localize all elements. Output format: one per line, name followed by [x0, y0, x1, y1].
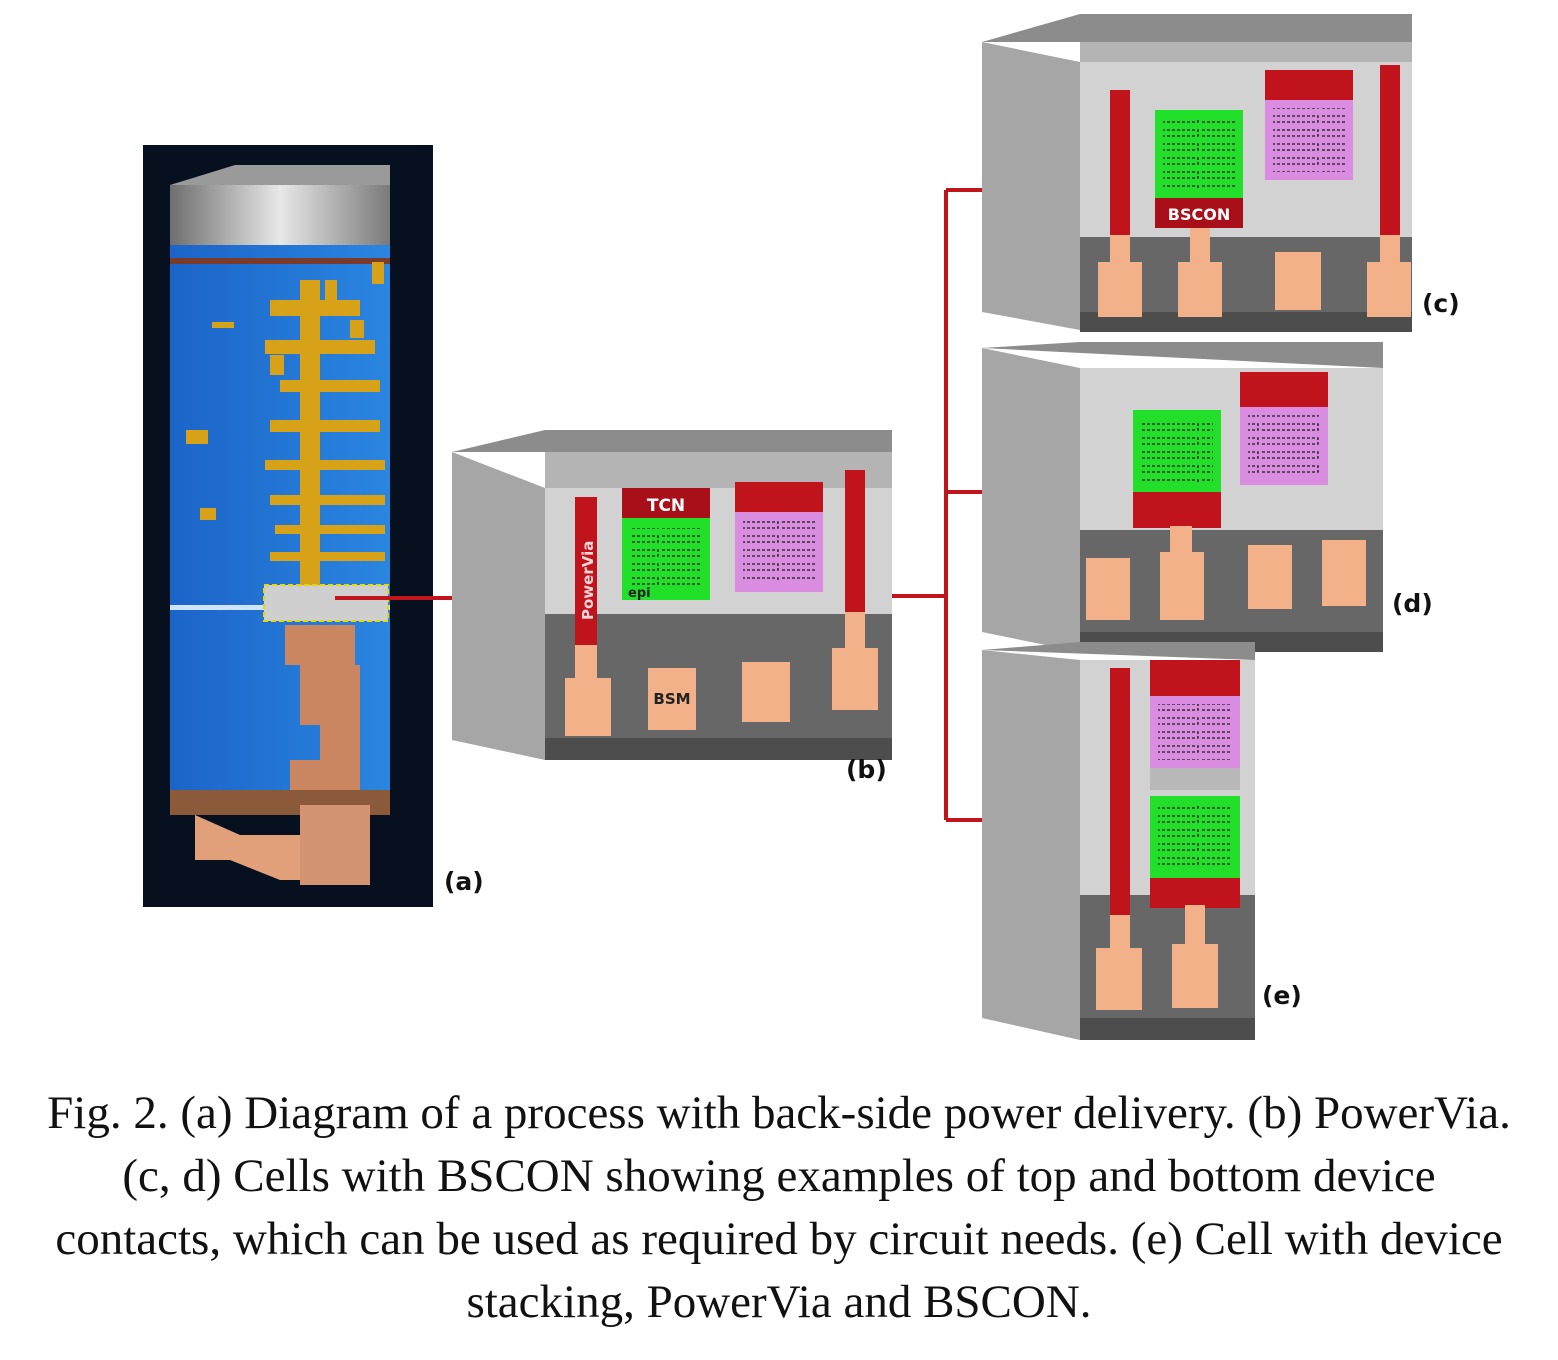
panel-c-cell: BSCON: [982, 14, 1412, 332]
panel-d-cell: [982, 342, 1383, 652]
panel-e-cell: [982, 642, 1255, 1040]
panel-a-stack: [143, 145, 433, 907]
bsm-label: BSM: [653, 690, 690, 708]
epi-label: epi: [628, 586, 651, 601]
label-c: (c): [1422, 289, 1460, 318]
label-b: (b): [846, 755, 887, 784]
figure-caption: Fig. 2. (a) Diagram of a process with ba…: [47, 1087, 1511, 1328]
label-a: (a): [444, 867, 484, 896]
panel-b-cell: PowerVia TCN epi BSM: [452, 430, 892, 760]
process-diagram: PowerVia TCN epi BSM (b): [143, 14, 1460, 1040]
label-e: (e): [1262, 981, 1302, 1010]
bscon-label: BSCON: [1168, 205, 1230, 224]
powervia-label: PowerVia: [579, 541, 597, 620]
tcn-label: TCN: [647, 496, 685, 516]
label-d: (d): [1392, 589, 1433, 618]
